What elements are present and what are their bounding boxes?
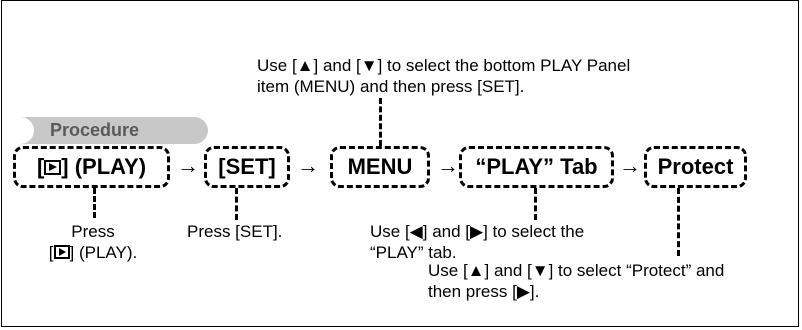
step-protect: Protect bbox=[644, 146, 747, 188]
set-note: Press [SET]. bbox=[187, 222, 283, 241]
procedure-tab-notch bbox=[20, 117, 34, 144]
protect-note: Use [▲] and [▼] to select “Protect” and … bbox=[428, 260, 724, 302]
arrow-icon: → bbox=[619, 153, 641, 178]
connector-tab bbox=[534, 188, 537, 220]
play-note-line1: Press bbox=[71, 222, 115, 241]
step-menu-label: MENU bbox=[347, 154, 413, 179]
play-icon bbox=[44, 159, 62, 175]
connector-play bbox=[93, 188, 96, 218]
play-icon bbox=[53, 245, 70, 259]
play-note-label: ] (PLAY). bbox=[69, 243, 138, 262]
protect-note-line1: Use [▲] and [▼] to select “Protect” and bbox=[428, 261, 725, 280]
arrow-icon: → bbox=[437, 153, 459, 178]
tab-note: Use [◀] and [▶] to select the “PLAY” tab… bbox=[370, 221, 584, 263]
step-protect-label: Protect bbox=[657, 154, 734, 179]
procedure-tab: Procedure bbox=[20, 117, 208, 144]
play-note: Press [ ] (PLAY). bbox=[34, 221, 152, 263]
step-set-label: [SET] bbox=[218, 154, 276, 179]
menu-note-line2: item (MENU) and then press [SET]. bbox=[257, 77, 525, 96]
step-play-tab-label: “PLAY” Tab bbox=[475, 154, 598, 179]
arrow-icon: → bbox=[177, 153, 199, 178]
play-note-line2: [ ] (PLAY). bbox=[34, 242, 152, 263]
tab-note-line2: “PLAY” tab. bbox=[370, 243, 457, 262]
arrow-icon: → bbox=[297, 153, 319, 178]
procedure-label: Procedure bbox=[50, 120, 140, 140]
play-note-bracket: [ bbox=[48, 243, 54, 262]
protect-note-line2: then press [▶]. bbox=[428, 282, 540, 301]
step-play-tab: “PLAY” Tab bbox=[459, 146, 614, 188]
menu-note-line1: Use [▲] and [▼] to select the bottom PLA… bbox=[257, 56, 631, 75]
connector-menu bbox=[379, 98, 382, 146]
connector-protect bbox=[677, 188, 680, 256]
connector-set bbox=[235, 188, 238, 220]
tab-note-line1: Use [◀] and [▶] to select the bbox=[370, 222, 585, 241]
step-play-bracket-open: [ bbox=[36, 154, 45, 179]
step-menu: MENU bbox=[330, 146, 430, 188]
step-set: [SET] bbox=[204, 146, 290, 188]
step-play: [ ] (PLAY) bbox=[13, 146, 170, 188]
menu-note: Use [▲] and [▼] to select the bottom PLA… bbox=[257, 55, 630, 97]
step-play-label: ] (PLAY) bbox=[61, 154, 147, 179]
